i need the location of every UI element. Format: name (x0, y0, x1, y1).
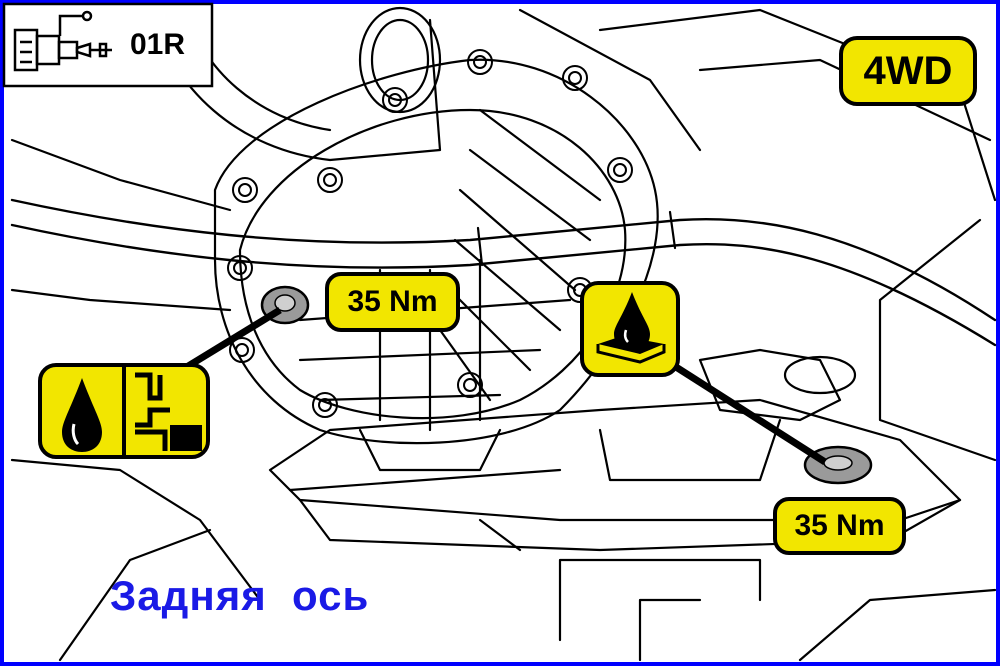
transmission-icon (13, 10, 112, 72)
caption-rear-axle: Задняя ось (110, 572, 370, 619)
filler-plug-icon (135, 372, 202, 451)
oil-drop-icon (62, 378, 102, 452)
oil-drain-icon (580, 281, 680, 377)
transmission-code: 01R (130, 28, 186, 61)
drain-plug-torque-label: 35 Nm (773, 497, 906, 555)
header-box (2, 2, 214, 88)
fill-plug-torque-label: 35 Nm (325, 272, 460, 332)
drive-type-badge: 4WD (839, 36, 977, 106)
fill-icon-panel (38, 363, 210, 459)
